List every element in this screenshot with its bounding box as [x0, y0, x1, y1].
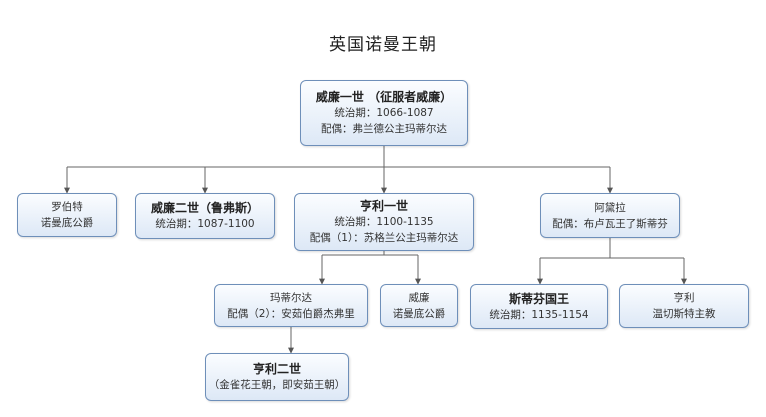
matilda-spouse: 配偶（2）：安茹伯爵杰弗里	[227, 307, 355, 320]
henry1-spouse: 配偶（1）：苏格兰公主玛蒂尔达	[309, 232, 459, 244]
node-matilda: 玛蒂尔达 配偶（2）：安茹伯爵杰弗里	[214, 284, 368, 327]
node-william-normandy: 威廉 诺曼底公爵	[380, 284, 458, 327]
henry-w-name: 亨利	[673, 292, 695, 304]
adela-spouse: 配偶：布卢瓦王了斯蒂芬	[552, 217, 668, 230]
henry1-reign: 统治期：1100-1135	[334, 216, 434, 228]
node-william1: 威廉一世 （征服者威廉） 统治期：1066-1087 配偶：弗兰德公主玛蒂尔达	[300, 80, 468, 146]
henry-w-title: 温切斯特主教	[652, 308, 716, 320]
william-n-name: 威廉	[408, 291, 430, 304]
william2-name: 威廉二世（鲁弗斯）	[150, 201, 259, 215]
node-henry-winchester: 亨利 温切斯特主教	[619, 284, 749, 328]
william2-reign: 统治期：1087-1100	[155, 218, 255, 230]
node-henry2: 亨利二世 （金雀花王朝，即安茹王朝）	[205, 353, 349, 401]
henry1-name: 亨利一世	[359, 199, 408, 213]
stephen-reign: 统治期：1135-1154	[489, 308, 589, 321]
robert-title: 诺曼底公爵	[40, 217, 94, 229]
adela-name: 阿黛拉	[594, 201, 626, 214]
node-william2: 威廉二世（鲁弗斯） 统治期：1087-1100	[135, 193, 275, 239]
william1-name: 威廉一世 （征服者威廉）	[315, 90, 453, 104]
node-henry1: 亨利一世 统治期：1100-1135 配偶（1）：苏格兰公主玛蒂尔达	[294, 193, 474, 251]
link-william1-bar	[67, 146, 610, 168]
diagram-title: 英国诺曼王朝	[329, 35, 437, 55]
william1-spouse: 配偶：弗兰德公主玛蒂尔达	[321, 123, 447, 135]
matilda-name: 玛蒂尔达	[270, 291, 312, 304]
node-robert: 罗伯特 诺曼底公爵	[17, 193, 117, 237]
william1-reign: 统治期：1066-1087	[334, 107, 434, 119]
node-adela: 阿黛拉 配偶：布卢瓦王了斯蒂芬	[540, 193, 680, 238]
robert-name: 罗伯特	[51, 201, 83, 213]
william-n-title: 诺曼底公爵	[392, 307, 446, 320]
henry2-note: （金雀花王朝，即安茹王朝）	[208, 379, 346, 391]
henry2-name: 亨利二世	[252, 362, 301, 376]
stephen-name: 斯蒂芬国王	[508, 291, 569, 306]
link-adela-bar	[540, 238, 684, 259]
link-henry1-bar	[322, 251, 418, 256]
node-stephen: 斯蒂芬国王 统治期：1135-1154	[470, 284, 608, 329]
